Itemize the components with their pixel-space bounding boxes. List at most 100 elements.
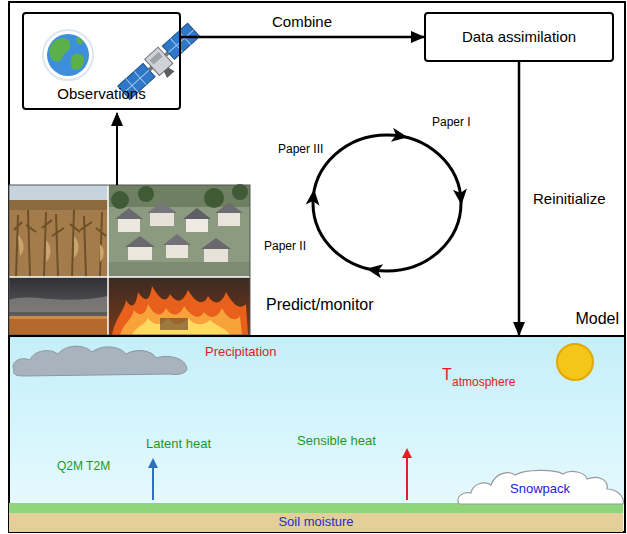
hazard-photos bbox=[132, 318, 230, 335]
hazard-photos bbox=[9, 184, 250, 335]
paper-cycle bbox=[453, 188, 468, 205]
hazard-photos bbox=[9, 200, 108, 210]
forcing-label: Precipitation bbox=[205, 345, 277, 360]
soil-layer: Soil moisture bbox=[9, 503, 623, 532]
sensible-heat-arrow bbox=[406, 456, 408, 500]
node-text: Observations bbox=[24, 85, 179, 102]
flooded-houses bbox=[147, 202, 177, 213]
hazard-photos bbox=[112, 286, 248, 335]
paper-cycle bbox=[313, 135, 461, 271]
node-text: Snowpack bbox=[510, 482, 570, 497]
hazard-photos bbox=[9, 316, 108, 319]
satellite-icon bbox=[168, 30, 193, 53]
snowpack-shape: Snowpack bbox=[455, 469, 625, 505]
outer-frame bbox=[9, 2, 625, 532]
model-ground bbox=[10, 336, 624, 531]
node-text: Soil moisture bbox=[278, 515, 353, 530]
paper-label: Paper I bbox=[432, 116, 471, 130]
hazard-photos bbox=[74, 236, 79, 258]
hazard-photos bbox=[14, 210, 106, 277]
flooded-houses bbox=[215, 203, 243, 213]
flux-label: Latent heat bbox=[146, 437, 211, 452]
paper-cycle bbox=[306, 188, 321, 205]
hazard-photos bbox=[9, 277, 108, 335]
snowpack-outline bbox=[458, 470, 623, 504]
assimilation-box: Data assimilation bbox=[424, 12, 614, 62]
satellite-icon bbox=[162, 23, 199, 59]
globe-icon bbox=[43, 30, 93, 80]
sensible-heat-head bbox=[402, 448, 412, 458]
edge-label: Reinitialize bbox=[533, 190, 606, 207]
hazard-photos bbox=[107, 185, 109, 335]
hazard-photos bbox=[42, 212, 52, 277]
flooded-houses bbox=[186, 218, 208, 232]
hazard-photos bbox=[204, 188, 224, 208]
observations-box: Observations bbox=[22, 12, 181, 110]
globe-icon bbox=[49, 38, 70, 62]
node-text: Model bbox=[575, 310, 619, 328]
hazard-photos bbox=[9, 316, 108, 335]
hazard-photos bbox=[70, 210, 80, 277]
hazard-photos bbox=[160, 318, 188, 330]
node-text: Data assimilation bbox=[462, 28, 576, 45]
globe-icon bbox=[71, 53, 85, 70]
hazard-photos bbox=[80, 216, 92, 277]
rain-cloud bbox=[13, 346, 187, 376]
hazard-photos bbox=[232, 184, 248, 200]
forcing-symbol: T bbox=[442, 366, 452, 384]
paper-cycle bbox=[306, 128, 469, 278]
sun bbox=[557, 344, 593, 380]
flow-arrow bbox=[518, 62, 521, 335]
hazard-photos bbox=[120, 304, 242, 335]
hazard-photos bbox=[46, 240, 51, 262]
hazard-photos bbox=[18, 235, 104, 262]
flooded-houses bbox=[115, 208, 143, 219]
process-label: Predict/monitor bbox=[266, 296, 374, 314]
flux-label: Sensible heat bbox=[297, 434, 376, 449]
hazard-photos bbox=[108, 262, 250, 277]
flooded-houses bbox=[183, 208, 211, 219]
flooded-houses bbox=[163, 234, 191, 245]
paper-cycle bbox=[365, 262, 383, 278]
hazard-photos bbox=[108, 185, 250, 277]
flow-arrow bbox=[181, 36, 424, 39]
hazard-photos bbox=[96, 212, 106, 277]
rain-cloud bbox=[13, 346, 187, 376]
hazard-photos bbox=[9, 276, 250, 278]
hazard-photos bbox=[26, 210, 36, 277]
flooded-houses bbox=[150, 212, 174, 226]
latent-heat-head bbox=[148, 458, 158, 468]
edge-label: Combine bbox=[272, 13, 332, 30]
monitor-arrow bbox=[116, 113, 118, 185]
hazard-photos bbox=[9, 296, 108, 312]
hazard-photos bbox=[18, 235, 24, 256]
globe-icon bbox=[43, 30, 93, 80]
hazard-photos bbox=[108, 277, 250, 335]
flooded-houses bbox=[166, 244, 188, 258]
paper-label: Paper II bbox=[264, 240, 306, 254]
flooded-houses bbox=[204, 248, 228, 262]
flooded-houses bbox=[115, 202, 243, 262]
hazard-photos bbox=[9, 185, 108, 277]
variable-label: Q2M T2M bbox=[57, 460, 110, 474]
flooded-houses bbox=[125, 236, 155, 247]
hazard-photos bbox=[52, 214, 64, 277]
flooded-houses bbox=[218, 212, 240, 226]
flooded-houses bbox=[118, 218, 140, 232]
globe-icon bbox=[76, 38, 83, 44]
hazard-photos bbox=[100, 244, 104, 262]
flooded-houses bbox=[201, 238, 231, 249]
hazard-photos bbox=[111, 191, 129, 209]
paper-cycle bbox=[391, 128, 409, 144]
hazard-photos bbox=[9, 185, 250, 335]
globe-icon bbox=[47, 34, 89, 76]
flooded-houses bbox=[128, 246, 152, 260]
satellite-icon bbox=[162, 66, 174, 78]
satellite-icon bbox=[150, 52, 163, 64]
latent-heat-arrow bbox=[152, 466, 154, 500]
forcing-subscript: atmosphere bbox=[452, 376, 515, 390]
paper-label: Paper III bbox=[278, 143, 323, 157]
